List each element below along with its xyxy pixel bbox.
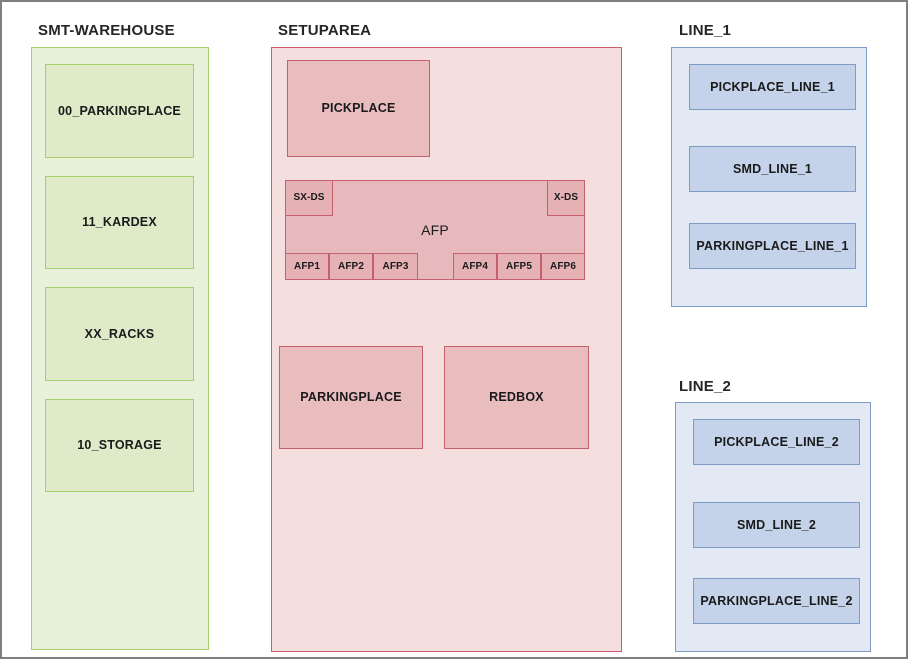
node-smd-line-2[interactable]: SMD_LINE_2	[693, 502, 860, 548]
node-afp2[interactable]: AFP2	[329, 253, 373, 280]
group-title-line-2: LINE_2	[679, 378, 732, 395]
node-redbox[interactable]: REDBOX	[444, 346, 589, 449]
node-pickplace-line-2[interactable]: PICKPLACE_LINE_2	[693, 419, 860, 465]
node-x-ds[interactable]: X-DS	[547, 180, 585, 216]
node-parkingplace-line-2[interactable]: PARKINGPLACE_LINE_2	[693, 578, 860, 624]
node-pickplace-line-1[interactable]: PICKPLACE_LINE_1	[689, 64, 856, 110]
node-afp6[interactable]: AFP6	[541, 253, 585, 280]
node-sx-ds[interactable]: SX-DS	[285, 180, 333, 216]
node-parkingplace[interactable]: PARKINGPLACE	[279, 346, 423, 449]
node-11-kardex[interactable]: 11_KARDEX	[45, 176, 194, 269]
node-smd-line-1[interactable]: SMD_LINE_1	[689, 146, 856, 192]
group-title-smt-warehouse: SMT-WAREHOUSE	[38, 22, 175, 39]
node-afp4[interactable]: AFP4	[453, 253, 497, 280]
node-afp3[interactable]: AFP3	[373, 253, 418, 280]
group-title-line-1: LINE_1	[679, 22, 732, 39]
node-00-parkingplace[interactable]: 00_PARKINGPLACE	[45, 64, 194, 158]
node-afp5[interactable]: AFP5	[497, 253, 541, 280]
node-10-storage[interactable]: 10_STORAGE	[45, 399, 194, 492]
node-afp1[interactable]: AFP1	[285, 253, 329, 280]
node-xx-racks[interactable]: XX_RACKS	[45, 287, 194, 381]
node-pickplace[interactable]: PICKPLACE	[287, 60, 430, 157]
group-title-setuparea: SETUPAREA	[278, 22, 372, 39]
node-parkingplace-line-1[interactable]: PARKINGPLACE_LINE_1	[689, 223, 856, 269]
